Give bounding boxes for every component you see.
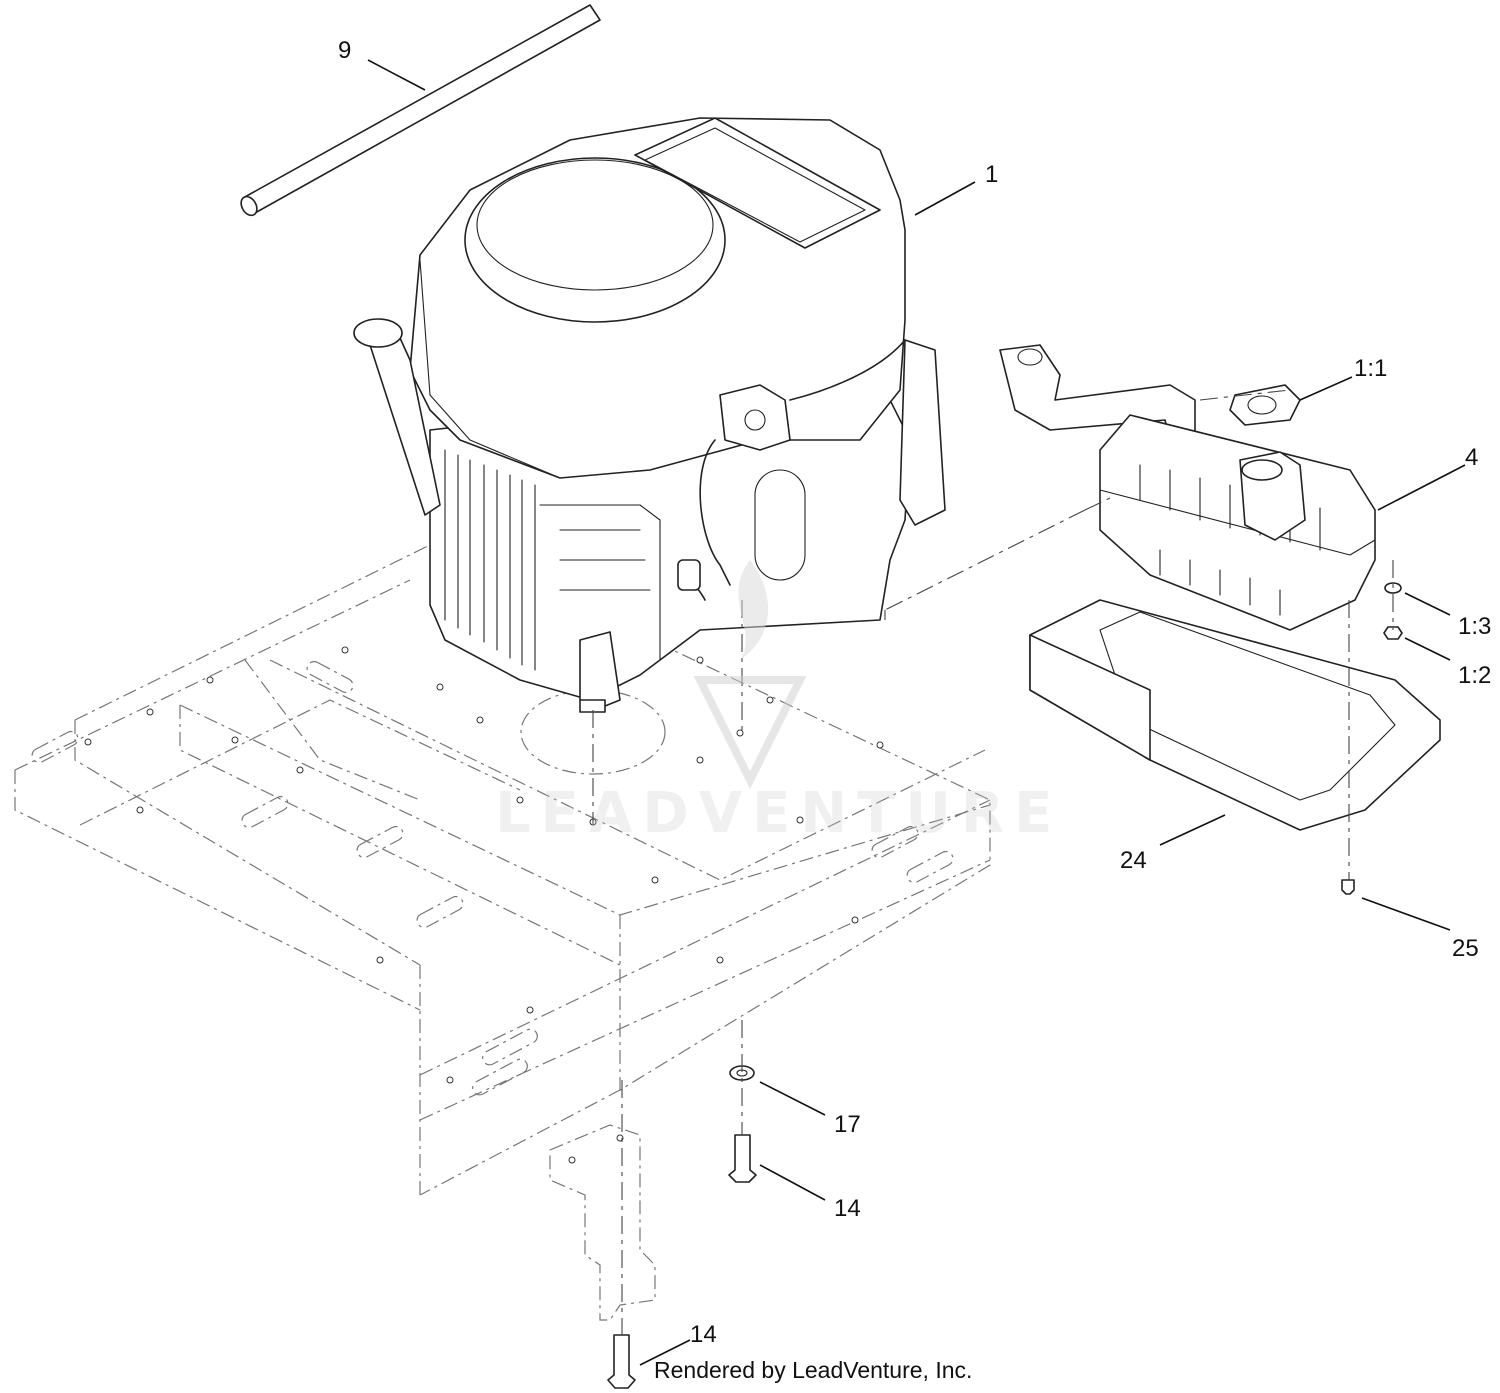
callout-9: 9 xyxy=(338,37,351,64)
nut-1-2 xyxy=(1383,626,1403,640)
hardware xyxy=(607,582,1403,1389)
callout-1-2: 1:2 xyxy=(1458,662,1491,689)
callout-1-3: 1:3 xyxy=(1458,613,1491,640)
leadventure-watermark: LEADVENTURE xyxy=(495,560,1062,846)
screw-25 xyxy=(1341,879,1355,895)
callout-14-upper: 14 xyxy=(834,1195,861,1222)
callout-25: 25 xyxy=(1452,935,1479,962)
callout-4: 4 xyxy=(1465,444,1478,471)
engine xyxy=(353,117,946,713)
callout-24: 24 xyxy=(1120,847,1147,874)
callout-1: 1 xyxy=(985,161,998,188)
bolt-14-upper xyxy=(728,1134,757,1183)
render-credit: Rendered by LeadVenture, Inc. xyxy=(654,1357,972,1383)
bolt-14-lower xyxy=(607,1334,636,1389)
heat-shield xyxy=(1029,599,1441,831)
chassis-frame xyxy=(14,539,991,1196)
muffler xyxy=(1099,414,1376,631)
leader-lines xyxy=(367,59,1466,1366)
watermark-text: LEADVENTURE xyxy=(495,781,1062,846)
callout-1-1: 1:1 xyxy=(1354,355,1387,382)
callout-labels: 9 1 1:1 4 1:3 1:2 24 25 17 14 14 xyxy=(338,37,1491,1348)
assembly-lines xyxy=(592,389,1394,1335)
exhaust-gasket xyxy=(1229,384,1301,426)
engine-bracket xyxy=(549,1124,656,1321)
callout-14-lower: 14 xyxy=(690,1321,717,1348)
callout-17: 17 xyxy=(834,1111,861,1138)
vent-tube xyxy=(240,4,601,217)
